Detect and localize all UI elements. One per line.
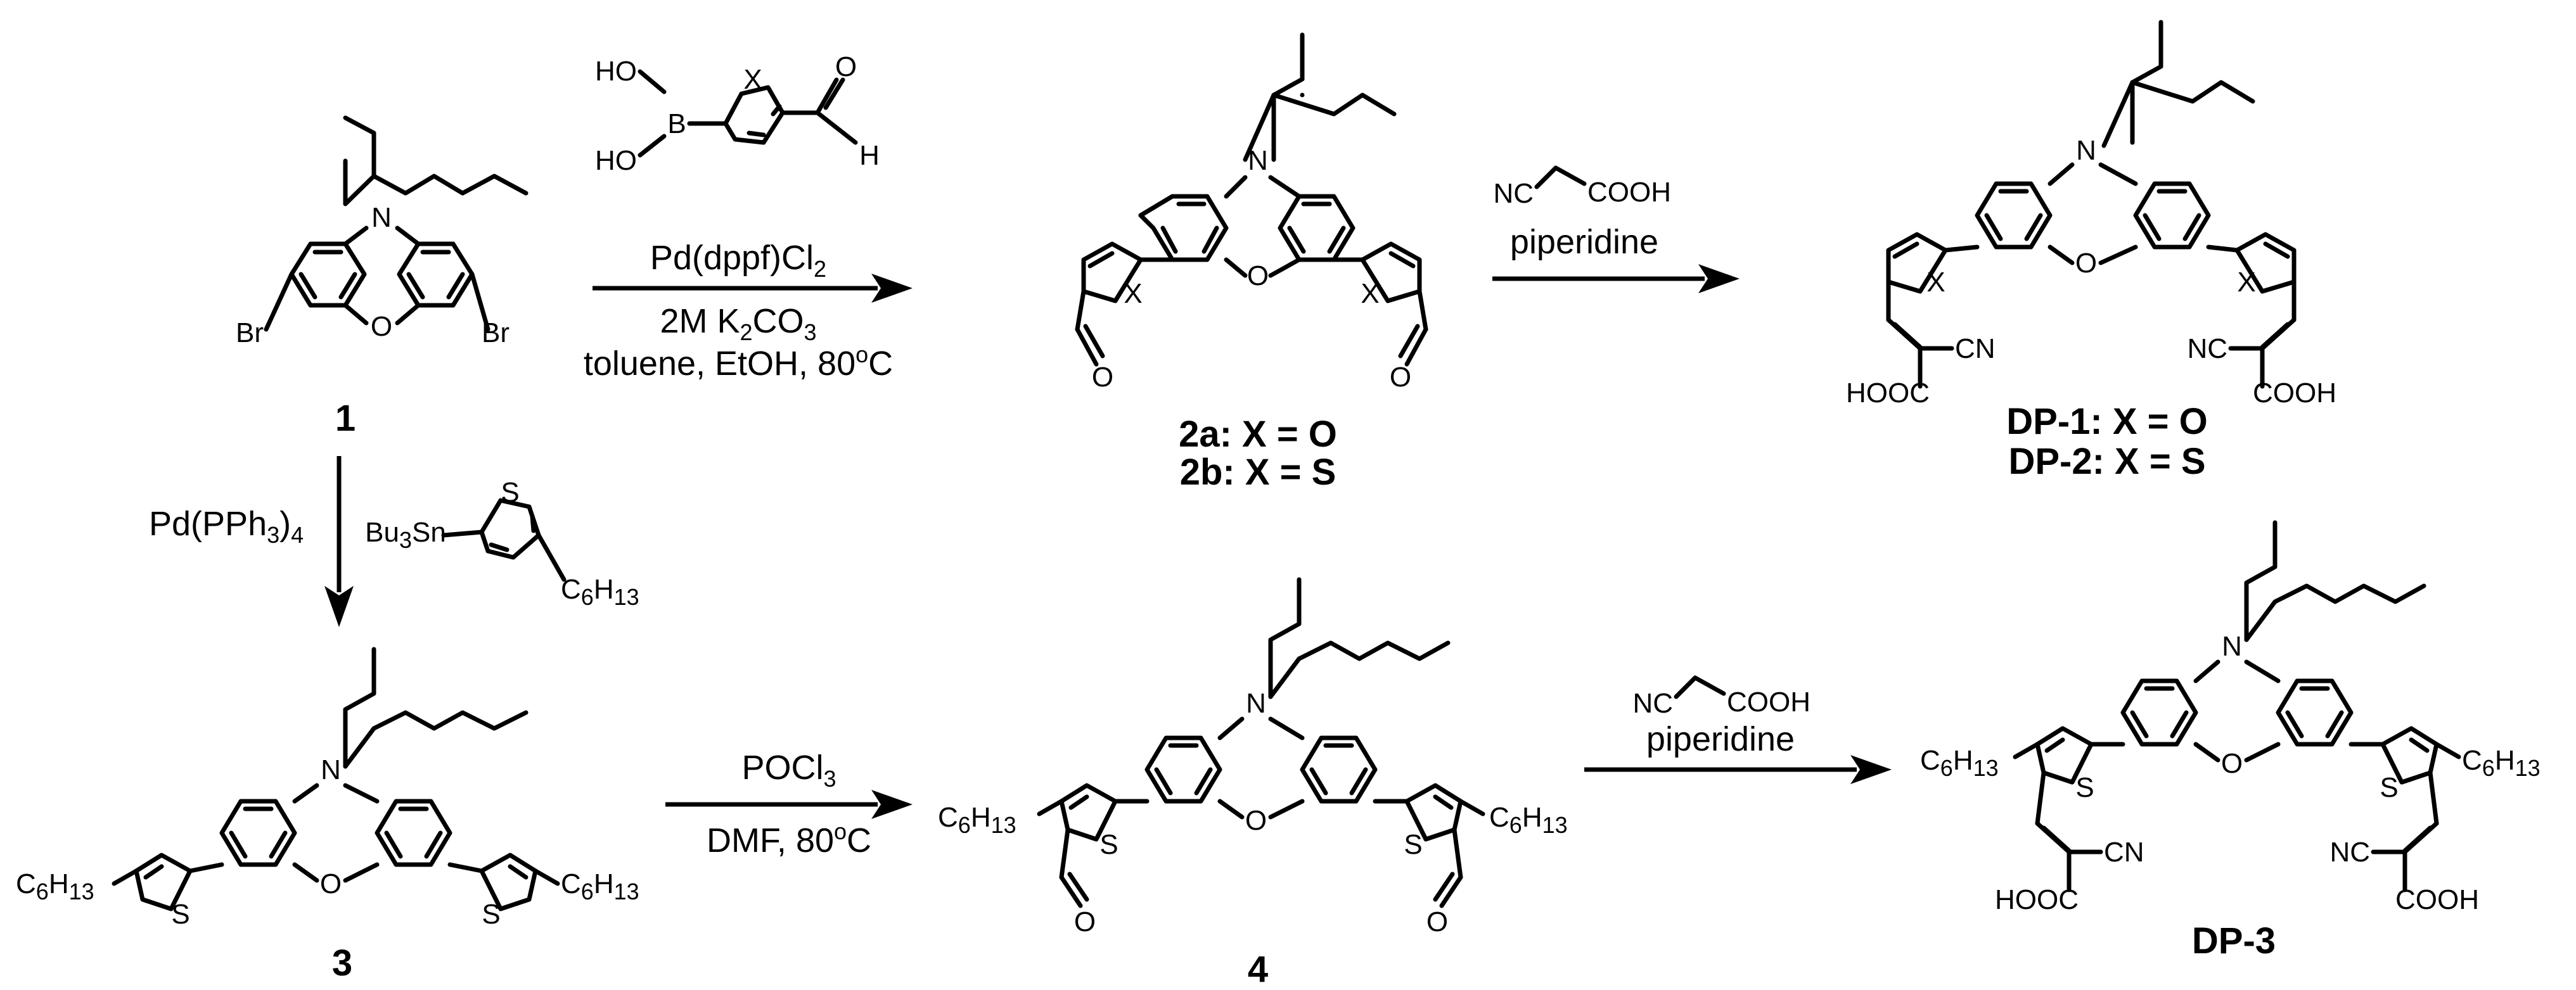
compound-3-structure: N O S S C6H13 C6H13: [16, 647, 639, 930]
sulfur-atom-right: S: [2380, 772, 2398, 803]
nitrile-label: NC: [1493, 178, 1534, 209]
arrow-reaction-4: [665, 790, 913, 819]
oxygen-atom: O: [320, 868, 342, 899]
compound-4-structure: N O S S C6H13 C6H13 O O: [938, 577, 1568, 937]
aldehyde-oxygen-left: O: [1074, 906, 1096, 937]
condition-base: 2M K2CO3: [660, 302, 816, 345]
nitrogen-atom: N: [2222, 631, 2242, 662]
compound-label-2a: 2a: X = O: [1179, 414, 1337, 455]
arrow-reaction-5: [1584, 755, 1892, 784]
condition-catalyst: Pd(dppf)Cl2: [650, 239, 826, 282]
cyanoacetic-acid-reagent-top: NC COOH: [1493, 165, 1671, 209]
nitrile-label-right: NC: [2187, 333, 2227, 364]
hexyl-label-right: C6H13: [2462, 745, 2541, 781]
aldehyde-oxygen-left: O: [1092, 362, 1113, 393]
sulfur-atom-left: S: [1099, 829, 1118, 860]
nitrile-label-left: CN: [1955, 333, 1996, 364]
sulfur-atom-left: S: [171, 899, 189, 930]
compound-label-3: 3: [332, 942, 352, 984]
sulfur-atom-right: S: [482, 899, 500, 930]
hexyl-label-left: C6H13: [938, 802, 1016, 838]
aldehyde-hydrogen: H: [859, 140, 880, 171]
aldehyde-oxygen: O: [835, 51, 857, 82]
aldehyde-oxygen-right: O: [1426, 906, 1448, 937]
hydroxy-label-top: HO: [595, 56, 637, 87]
nitrogen-atom: N: [1246, 688, 1266, 719]
oxygen-atom: O: [1245, 805, 1267, 836]
hexyl-label-left: C6H13: [16, 868, 94, 904]
sulfur-atom: S: [501, 477, 519, 508]
cyanoacetic-acid-reagent-bottom: NC COOH: [1632, 675, 1810, 719]
oxygen-atom: O: [2075, 248, 2097, 279]
condition-reagent-pocl3: POCl3: [741, 749, 836, 792]
nitrile-label: NC: [1632, 688, 1673, 719]
carboxylic-acid-label: COOH: [1727, 687, 1810, 718]
condition-solvent-temperature: toluene, EtOH, 80oC: [584, 341, 893, 383]
carboxylic-acid-label-left: HOOC: [1995, 884, 2079, 915]
compound-label-dp3: DP-3: [2192, 920, 2276, 961]
heteroatom-x-left: X: [1926, 267, 1945, 298]
carboxylic-acid-label-right: COOH: [2395, 884, 2479, 915]
oxygen-atom: O: [371, 311, 392, 342]
compound-1-structure: N O Br Br: [236, 115, 529, 348]
compound-label-1: 1: [335, 398, 356, 439]
condition-base-piperidine-top: piperidine: [1510, 223, 1658, 261]
compound-label-dp1: DP-1: X = O: [2006, 401, 2207, 442]
carboxylic-acid-label-left: HOOC: [1846, 378, 1930, 409]
bromine-atom-left: Br: [236, 317, 264, 348]
compound-2-structure: N O X X O O: [1075, 32, 1428, 393]
nitrile-label-left: CN: [2104, 837, 2144, 868]
compound-label-4: 4: [1248, 949, 1268, 990]
hydroxy-label-bottom: HO: [595, 145, 637, 176]
heteroatom-x-left: X: [1124, 278, 1142, 309]
compound-dp1-dp2-structure: N O X X CN NC HOOC COOH: [1846, 20, 2336, 409]
compound-dp3-structure: N O S S C6H13 C6H13 CN NC HOOC COOH: [1920, 520, 2541, 915]
heteroatom-x-right: X: [2237, 267, 2255, 298]
compound-label-dp2: DP-2: X = S: [2008, 441, 2205, 482]
sulfur-atom-left: S: [2075, 772, 2094, 803]
arrow-reaction-2: [1492, 264, 1740, 293]
carboxylic-acid-label: COOH: [1587, 177, 1671, 208]
boron-atom: B: [667, 108, 686, 139]
boronic-acid-reagent: B HO HO X O H: [595, 51, 880, 176]
compound-label-2b: 2b: X = S: [1180, 452, 1336, 493]
sulfur-atom-right: S: [1404, 829, 1422, 860]
hexyl-label: C6H13: [561, 574, 639, 610]
condition-base-piperidine-bottom: piperidine: [1646, 720, 1795, 758]
condition-solvent-temperature: DMF, 80oC: [707, 818, 871, 860]
bromine-atom-right: Br: [482, 317, 509, 348]
oxygen-atom: O: [1247, 260, 1269, 291]
nitrogen-atom: N: [1248, 145, 1268, 176]
nitrile-label-right: NC: [2329, 837, 2370, 868]
stannyl-thiophene-reagent: Bu3Sn S C6H13: [365, 477, 639, 610]
aldehyde-oxygen-right: O: [1390, 362, 1411, 393]
hexyl-label-right: C6H13: [561, 868, 639, 904]
oxygen-atom: O: [2221, 748, 2243, 779]
heteroatom-x-right: X: [1361, 278, 1379, 309]
arrow-reaction-3: [324, 456, 354, 627]
carboxylic-acid-label-right: COOH: [2253, 378, 2336, 409]
hexyl-label-left: C6H13: [1920, 745, 1999, 781]
nitrogen-atom: N: [371, 202, 392, 233]
arrow-reaction-1: [593, 274, 913, 303]
nitrogen-atom: N: [321, 754, 341, 785]
condition-catalyst-stille: Pd(PPh3)4: [149, 505, 304, 548]
nitrogen-atom: N: [2076, 135, 2096, 166]
heteroatom-x: X: [743, 64, 762, 95]
hexyl-label-right: C6H13: [1489, 802, 1568, 838]
tributyltin-label: Bu3Sn: [365, 517, 446, 553]
